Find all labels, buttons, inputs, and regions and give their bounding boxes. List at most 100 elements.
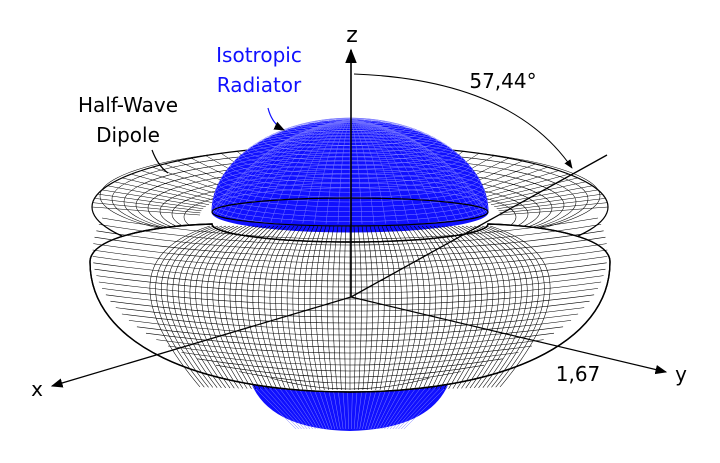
bottom-cap-line (302, 385, 324, 430)
gain-label: 1,67 (556, 362, 601, 386)
y-axis-label: y (675, 362, 687, 386)
bottom-cap-line (364, 385, 378, 430)
torus-front-meridian (315, 225, 327, 390)
bottom-cap-line (373, 385, 393, 430)
torus-front-meridian (481, 225, 539, 388)
sphere-meridian-line (349, 119, 398, 224)
sphere-meridian-line (211, 119, 351, 213)
torus-back-radial (94, 198, 202, 212)
bottom-cap-line (376, 385, 398, 430)
torus-back-radial (471, 170, 559, 198)
torus-front-meridian (161, 225, 219, 388)
sphere-meridian-line (270, 119, 351, 222)
torus-front-meridian (212, 225, 255, 389)
torus-front-meridian (206, 225, 251, 389)
torus-back-radial (499, 206, 609, 216)
torus-front-meridian (155, 225, 215, 388)
bottom-cap-line (322, 385, 336, 430)
torus-front-meridian (332, 225, 339, 391)
dipole-label-line1: Half-Wave (78, 93, 178, 117)
sphere-meridian-line (325, 119, 351, 224)
torus-front-meridian (166, 225, 223, 388)
bottom-cap-line (266, 385, 305, 430)
torus-front-meridian (449, 225, 494, 389)
torus-front-meridian (258, 225, 287, 390)
bottom-cap-line (387, 385, 419, 430)
sphere-meridian-line (349, 119, 386, 224)
torus-front-meridian (441, 225, 482, 389)
angle-label: 57,44° (469, 69, 536, 93)
torus-front-meridian (417, 225, 448, 390)
bottom-cap-line (261, 385, 302, 430)
y-axis (350, 296, 668, 375)
sphere-meridian-line (291, 119, 351, 223)
torus-front-meridian (235, 225, 271, 390)
z-axis-label: z (346, 23, 358, 48)
sphere-meridian-line (349, 119, 420, 223)
torus-back-radial (498, 198, 606, 212)
elevation-line (350, 154, 608, 298)
torus-front-meridian (201, 225, 247, 389)
torus-back-radial (97, 193, 204, 210)
torus-front-meridian (218, 225, 259, 389)
torus-front-meridian (369, 225, 379, 390)
torus-back-radial (490, 185, 593, 205)
torus-front-outline (89, 223, 611, 393)
bottom-cap-line (389, 385, 424, 430)
torus-front-meridian (485, 225, 545, 388)
torus-front-meridian (453, 225, 499, 389)
sphere-meridian-line (244, 119, 351, 220)
bottom-cap-line (395, 385, 434, 430)
sphere-meridian-line (236, 119, 351, 219)
torus-front-meridian (189, 225, 239, 389)
torus-back-radial (101, 189, 206, 207)
sphere-meridian-line (349, 119, 430, 222)
bottom-cap-line (370, 385, 388, 430)
bottom-cap-line (312, 385, 330, 430)
torus-front-meridian (425, 225, 459, 390)
sphere-meridian-line (337, 119, 351, 224)
bottom-cap-line (307, 385, 327, 430)
torus-front-meridian (477, 225, 534, 388)
isotropic-pointer (267, 107, 285, 131)
torus-front-meridian (457, 225, 505, 389)
torus-back-radial (107, 185, 210, 205)
bottom-cap-line (297, 385, 322, 430)
torus-front-meridian (321, 225, 331, 390)
sphere-meridian-line (314, 119, 351, 224)
torus-front-meridian (489, 225, 551, 388)
torus-back-radial (482, 177, 578, 202)
sphere-meridian-line (302, 119, 351, 224)
torus-front-meridian (377, 225, 391, 390)
bottom-cap-line (291, 385, 319, 430)
torus-back-radial (91, 206, 201, 216)
dipole-torus-front (89, 217, 611, 393)
x-axis (50, 296, 352, 388)
bottom-cap-line (392, 385, 429, 430)
torus-back-radial (499, 202, 608, 214)
torus-front-meridian (357, 225, 362, 391)
bottom-cap-line (276, 385, 311, 430)
torus-back-radial (494, 189, 599, 207)
bottom-cap-line (281, 385, 313, 430)
bottom-cap-line (400, 385, 444, 430)
torus-front-meridian (309, 225, 323, 390)
torus-front-meridian (229, 225, 267, 390)
torus-front-meridian (461, 225, 511, 389)
sphere-meridian-line (280, 119, 351, 223)
sphere-meridian-line (349, 119, 409, 223)
torus-front-meridian (252, 225, 283, 390)
torus-front-meridian (178, 225, 231, 388)
torus-front-meridian (241, 225, 275, 390)
torus-front-meridian (373, 225, 385, 390)
bottom-cap-line (403, 385, 449, 430)
sphere-meridian-line (349, 119, 375, 224)
torus-back-radial (114, 181, 214, 204)
isotropic-label-line1: Isotropic (216, 43, 302, 67)
angle-arc (353, 73, 573, 169)
sphere-meridian-line (224, 119, 351, 218)
torus-front-meridian (429, 225, 465, 390)
bottom-cap-line (398, 385, 439, 430)
torus-front-meridian (365, 225, 374, 390)
